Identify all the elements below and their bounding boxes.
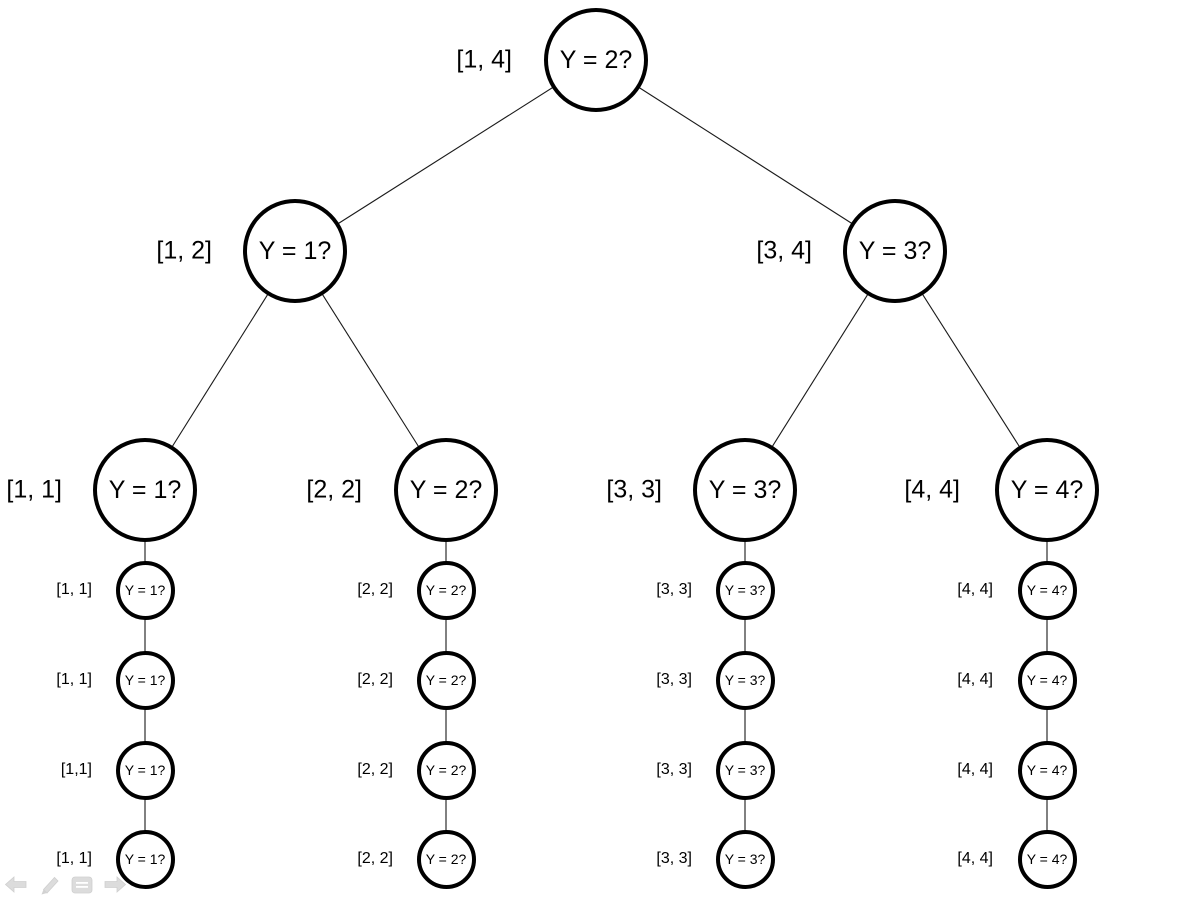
range-label-l2-right: [3, 4] <box>756 236 812 265</box>
slideshow-controls <box>4 874 127 895</box>
range-label-chain: [1, 1] <box>56 850 92 867</box>
range-label-chain: [1, 1] <box>56 581 92 598</box>
tree-node-l2-left: Y = 1? <box>243 199 347 303</box>
tree-node-l3-3: Y = 3? <box>693 438 797 542</box>
range-label-chain: [4, 4] <box>957 850 993 867</box>
range-label-l3-4: [4, 4] <box>904 475 960 504</box>
tree-node-chain: Y = 1? <box>115 560 175 620</box>
range-label-chain: [3, 3] <box>656 850 692 867</box>
range-label-chain: [2, 2] <box>357 671 393 688</box>
tree-node-chain: Y = 3? <box>715 650 775 710</box>
tree-node-chain: Y = 4? <box>1017 560 1077 620</box>
tree-node-l3-2: Y = 2? <box>394 438 498 542</box>
range-label-chain: [3, 3] <box>656 761 692 778</box>
tree-node-chain: Y = 1? <box>115 829 175 889</box>
range-label-root: [1, 4] <box>456 45 512 74</box>
tree-node-chain: Y = 4? <box>1017 829 1077 889</box>
tree-node-l2-right: Y = 3? <box>843 199 947 303</box>
range-label-l3-2: [2, 2] <box>306 475 362 504</box>
range-label-chain: [3, 3] <box>656 581 692 598</box>
range-label-chain: [1, 1] <box>56 671 92 688</box>
previous-slide-icon[interactable] <box>4 874 28 895</box>
tree-node-l3-1: Y = 1? <box>93 438 197 542</box>
tree-node-chain: Y = 4? <box>1017 650 1077 710</box>
tree-node-chain: Y = 4? <box>1017 740 1077 800</box>
range-label-l3-3: [3, 3] <box>606 475 662 504</box>
range-label-chain: [2, 2] <box>357 850 393 867</box>
tree-node-chain: Y = 3? <box>715 560 775 620</box>
tree-node-chain: Y = 1? <box>115 650 175 710</box>
pen-tool-icon[interactable] <box>37 874 61 895</box>
tree-node-l3-4: Y = 4? <box>995 438 1099 542</box>
range-label-chain: [4, 4] <box>957 671 993 688</box>
tree-node-chain: Y = 2? <box>416 650 476 710</box>
tree-node-chain: Y = 2? <box>416 560 476 620</box>
tree-node-chain: Y = 2? <box>416 740 476 800</box>
range-label-chain: [2, 2] <box>357 761 393 778</box>
range-label-chain: [3, 3] <box>656 671 692 688</box>
range-label-l2-left: [1, 2] <box>156 236 212 265</box>
tree-node-root: Y = 2? <box>544 8 648 112</box>
tree-node-chain: Y = 3? <box>715 829 775 889</box>
range-label-chain: [1,1] <box>60 761 92 778</box>
range-label-chain: [4, 4] <box>957 581 993 598</box>
tree-node-chain: Y = 1? <box>115 740 175 800</box>
range-label-l3-1: [1, 1] <box>6 475 62 504</box>
tree-node-chain: Y = 2? <box>416 829 476 889</box>
next-slide-icon[interactable] <box>103 874 127 895</box>
range-label-chain: [4, 4] <box>957 761 993 778</box>
menu-icon[interactable] <box>70 874 94 895</box>
tree-node-chain: Y = 3? <box>715 740 775 800</box>
range-label-chain: [2, 2] <box>357 581 393 598</box>
